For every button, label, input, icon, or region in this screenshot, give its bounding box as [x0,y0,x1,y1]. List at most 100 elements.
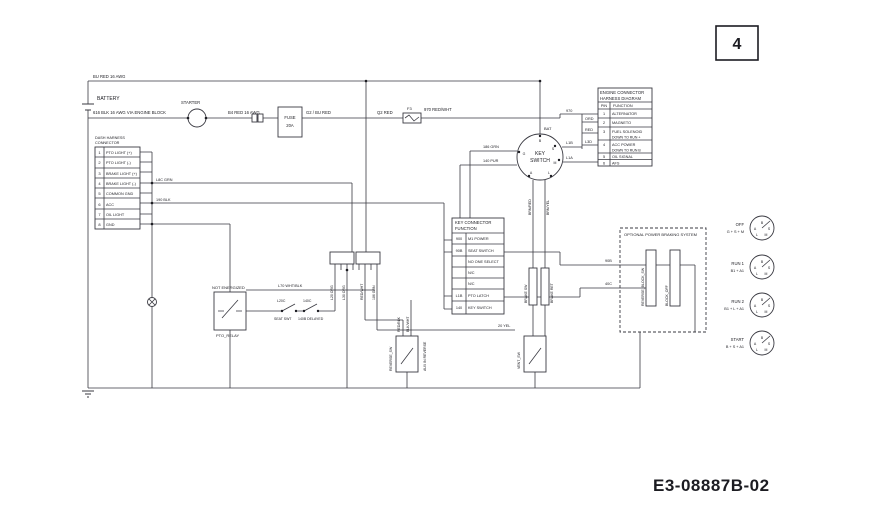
key-position-arm [761,259,771,268]
position-letter: A [754,304,757,308]
brake-switch-label: BRAKE RET [550,282,554,303]
pto-relay-contact [218,299,242,319]
key-position-arm [761,220,771,229]
position-letter: S [768,227,771,231]
dash-pin: 7 [98,212,101,217]
dash-pin: 8 [98,222,101,227]
position-letter: A [754,266,757,270]
engine-function: ALTERNATOR [612,112,637,116]
key-wire-label: BRN/RED [528,199,532,215]
key-wire-label: BRN/YEL [546,200,550,215]
fuse-rating: 20A [286,123,294,128]
engine-function2: DOWN TO RUN B [612,149,641,153]
reverse-aux-label: AUX IN REVERSE [423,341,427,371]
position-letter: A [754,342,757,346]
reverse-block-switch [645,249,657,307]
engine-header-pin: PIN [601,104,608,108]
switch-blade [281,303,296,312]
position-letter: M [765,272,768,276]
wire-key-switch-branches [459,146,598,336]
fuse-out-wire-label: G2 / BU RED [306,110,331,115]
key-conn-function: NO ONE SELECT [468,260,499,264]
optional-braking-box [619,227,707,333]
block-off-switch [669,249,681,307]
starter-symbol [187,108,207,128]
position-letter: M [765,233,768,237]
f3-out-wire-label: 970 RED/WHT [424,107,452,112]
key-connector-title2: FUNCTION [455,226,477,231]
reverse-wire-label: RED/BLK [397,316,401,332]
optional-braking-title: OPTIONAL POWER BRAKING SYSTEM [624,232,697,237]
key-terminal [527,174,531,178]
position-letter: M [765,310,768,314]
engine-function: OIL SIGNAL [612,155,633,159]
engine-connector-grid [598,101,652,166]
engine-function: MAGNETO [612,121,631,125]
inline-fuse-label: F3 [407,106,412,111]
dash-function: PTO LIGHT (-) [106,161,131,165]
junction-dot [538,79,542,83]
key-connector-grid [452,232,504,314]
key-conn-function: KEY SWITCH [468,306,492,310]
position-letter: M [765,348,768,352]
engine-connector-title2: HARNESS DIAGRAM [600,96,641,101]
page-number: 4 [733,36,742,53]
indicator-lamp-cross [148,298,156,306]
doc-id: E3-08887B-02 [653,476,770,495]
engine-wire-label: 970 [566,109,572,113]
page-number-box [715,25,759,61]
position-contacts: B1 + A1 [731,269,744,273]
harness-connector-block [355,251,381,265]
key-wire-label: 140 PUR [483,159,499,163]
starter-label: STARTER [181,100,200,105]
engine-pin: 5 [603,155,605,159]
wire-relay-branch [246,264,375,312]
junction-dot [150,222,154,226]
switch-pin [302,309,306,313]
key-conn-wire: 140 [456,306,462,310]
key-terminal [557,158,561,162]
position-contacts: G + S + M [727,230,744,234]
dash-connector-title2: CONNECTOR [95,141,120,145]
cluster-wire-label: RED/WHT [360,283,364,300]
dash-pin: 1 [98,150,101,155]
engine-wire-label: L3D [585,140,592,144]
brake-switch-box [540,267,550,306]
position-name: RUN 2 [731,299,744,304]
switch-pin [316,309,320,313]
engine-function2: DOWN TO RUN + [612,136,640,140]
block-off-switch-label: BLOCK_OFF [665,285,669,306]
key-position-arm [761,335,771,344]
engine-header-function: FUNCTION [613,104,633,108]
ground-wire-label: 616 BLK 16 AWG VIA ENGINE BLOCK [93,110,166,115]
engine-pin: 2 [603,121,605,125]
vent-switch-box [523,335,547,373]
position-letter: B [761,336,764,340]
wire-main-power-bus [87,80,598,388]
reverse-block-switch-label: REVERSE_BLOCK_SW [641,267,645,306]
position-letter: L [756,348,758,352]
wire-key-connector-out [504,251,620,298]
position-letter: B [761,221,764,225]
key-terminal [549,174,553,178]
key-switch-label: KEY [535,151,546,157]
optional-wire-in-label: 90B [605,259,612,263]
dash-function: OIL LIGHT [106,213,125,217]
engine-pin: 1 [603,112,605,116]
wire-optional-internal [620,264,696,332]
inline-connector [257,113,264,123]
key-wire-label: L1A [566,156,573,160]
position-letter: S [768,304,771,308]
key-bat-label: BAT [544,126,552,131]
dash-connector-grid [95,147,140,229]
f3-in-wire-label: Q2 RED [377,110,393,115]
vent-wire-label: 20 YEL [498,324,510,328]
key-switch-label2: SWITCH [530,158,550,164]
inline-fuse-element [404,114,420,122]
position-letter: S [768,266,771,270]
junction-dot [345,268,349,272]
inline-connector [251,113,258,123]
position-letter: B [761,260,764,264]
battery-symbol [82,103,94,111]
